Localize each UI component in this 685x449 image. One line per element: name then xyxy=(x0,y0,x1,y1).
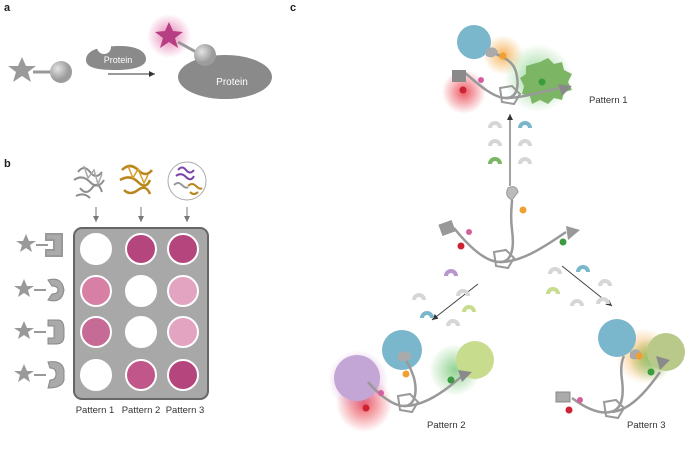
protein-label-small: Protein xyxy=(104,55,133,65)
protein-label-large: Protein xyxy=(216,77,248,88)
pattern-1-complex: Pattern 1 xyxy=(442,25,628,114)
well-r3-c3 xyxy=(167,316,199,348)
well-r4-c2 xyxy=(125,359,157,391)
sensor-row-3 xyxy=(14,319,65,345)
well-r3-c2 xyxy=(125,316,157,348)
protein-legend-right xyxy=(546,265,612,306)
well-r1-c1 xyxy=(80,233,112,265)
well-r1-c3 xyxy=(167,233,199,265)
panel-c: Pattern 1 Pattern 2 xyxy=(328,25,685,432)
sensor-ball xyxy=(50,61,72,83)
panel-b-letter: b xyxy=(4,158,11,170)
protein-structure-gold-icon xyxy=(119,164,153,195)
sensor-row-2 xyxy=(14,278,65,302)
gray-star-icon xyxy=(8,57,36,82)
well-r2-c3 xyxy=(167,275,199,307)
protein-mixture-icon xyxy=(167,161,207,201)
well-r1-c2 xyxy=(125,233,157,265)
well-r4-c3 xyxy=(167,359,199,391)
protein-legend-left xyxy=(412,269,476,326)
panel-c-letter: c xyxy=(290,2,297,14)
panel-b-pattern-2-label: Pattern 2 xyxy=(122,405,161,416)
pattern-2-complex: Pattern 2 xyxy=(328,330,494,432)
well-plate xyxy=(73,227,209,400)
well-r2-c1 xyxy=(80,275,112,307)
pattern-3-complex: Pattern 3 xyxy=(555,319,685,431)
sensor-row-4 xyxy=(14,361,65,389)
well-r3-c1 xyxy=(80,316,112,348)
panel-a: Protein Protein xyxy=(8,14,272,99)
panel-c-pattern-2-label: Pattern 2 xyxy=(427,420,466,431)
central-sensor-array xyxy=(438,186,580,270)
panel-c-pattern-3-label: Pattern 3 xyxy=(627,420,666,431)
protein-structure-gray-icon xyxy=(73,165,105,199)
well-r2-c2 xyxy=(125,275,157,307)
large-protein-shape xyxy=(178,55,272,99)
sensor-row-1 xyxy=(16,233,63,257)
bound-ball xyxy=(194,44,216,66)
well-r4-c1 xyxy=(80,359,112,391)
protein-legend-top xyxy=(488,121,532,164)
magenta-star-icon xyxy=(155,22,183,48)
panel-b-pattern-3-label: Pattern 3 xyxy=(166,405,205,416)
panel-b-pattern-1-label: Pattern 1 xyxy=(76,405,115,416)
panel-a-letter: a xyxy=(4,2,11,14)
panel-c-pattern-1-label: Pattern 1 xyxy=(589,95,628,106)
panel-b: Pattern 1 Pattern 2 Pattern 3 xyxy=(14,161,209,416)
